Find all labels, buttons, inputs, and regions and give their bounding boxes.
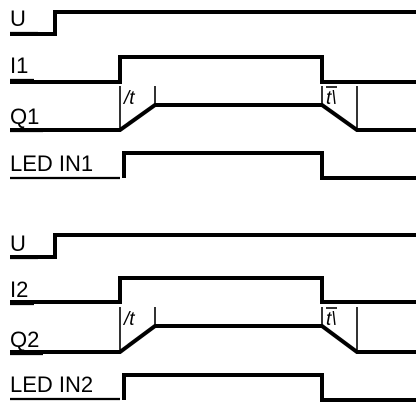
supply-trace-1 bbox=[10, 10, 416, 36]
input-label-2: I2 bbox=[10, 277, 28, 302]
ramp-down-symbol-2: t\ bbox=[326, 309, 337, 330]
output-trace-1 bbox=[10, 103, 416, 132]
timing-group-2: U I2 Q2 /t t\ LED IN2 bbox=[10, 231, 416, 402]
led-label-2: LED IN2 bbox=[10, 372, 93, 397]
output-label-1: Q1 bbox=[10, 104, 39, 129]
ramp-down-symbol-1: t\ bbox=[326, 88, 337, 109]
ramp-up-symbol-1: /t bbox=[122, 88, 135, 109]
supply-label-2: U bbox=[10, 231, 26, 256]
supply-label-1: U bbox=[10, 6, 26, 31]
input-trace-1 bbox=[10, 55, 416, 84]
input-label-1: I1 bbox=[10, 53, 28, 78]
timing-group-1: U I1 Q1 /t t\ LED IN1 bbox=[10, 6, 416, 180]
ramp-up-symbol-2: /t bbox=[122, 309, 135, 330]
led-label-1: LED IN1 bbox=[10, 151, 93, 176]
led-trace-2 bbox=[122, 373, 416, 402]
output-trace-2 bbox=[10, 324, 416, 354]
supply-trace-2 bbox=[10, 233, 416, 259]
input-trace-2 bbox=[10, 276, 416, 304]
led-trace-1 bbox=[122, 151, 416, 180]
output-label-2: Q2 bbox=[10, 327, 39, 352]
